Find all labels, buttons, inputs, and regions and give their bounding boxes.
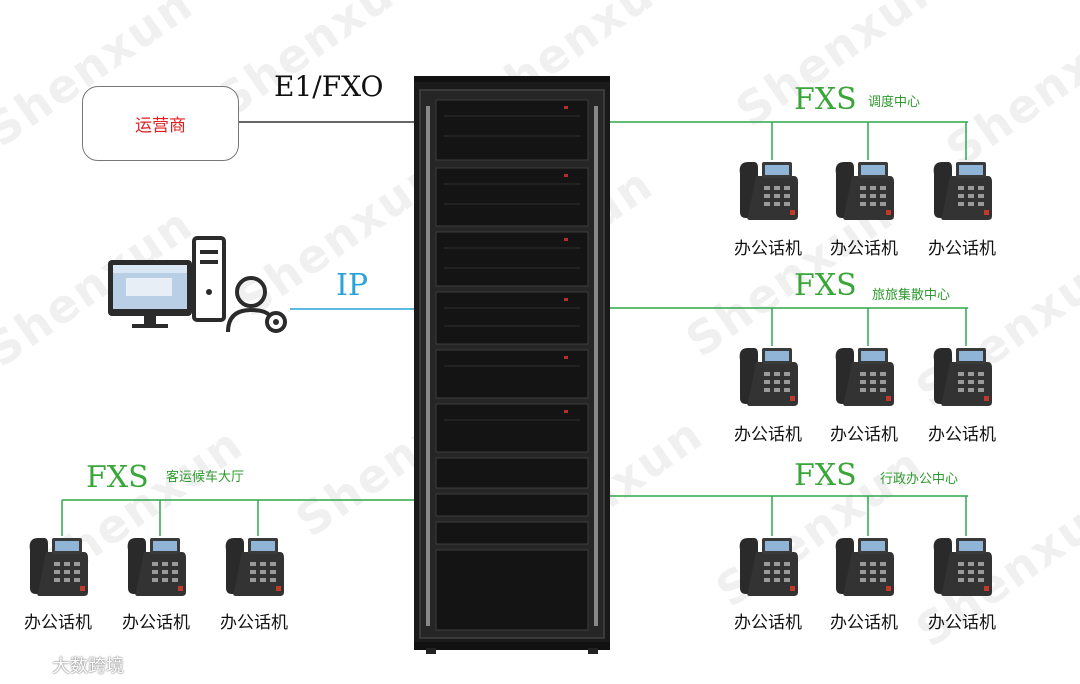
office-phone-icon [124,532,188,598]
office-phone-icon [930,532,994,598]
zone-2-name: 旅旅集散中心 [872,284,950,303]
phone-label: 办公话机 [824,234,904,259]
ip-label: IP [336,268,368,303]
zone-1-fxs-label: FXS [794,82,857,117]
phone-label: 办公话机 [728,420,808,445]
phone-label: 办公话机 [922,608,1002,633]
office-phone-icon [930,156,994,222]
phone-label: 办公话机 [116,608,196,633]
zone-3-bus [600,496,968,536]
phone-label: 办公话机 [214,608,294,633]
office-phone-icon [736,342,800,408]
phone-label: 办公话机 [18,608,98,633]
office-phone-icon [930,342,994,408]
zone-2-bus [600,308,968,346]
phone-label: 办公话机 [824,608,904,633]
zone-2-fxs-label: FXS [794,268,857,303]
zone-1-name: 调度中心 [868,91,920,110]
office-phone-icon [736,532,800,598]
office-phone-icon [736,156,800,222]
zone-4-bus [62,500,420,536]
office-phone-icon [832,156,896,222]
office-phone-icon [832,532,896,598]
zone-3-fxs-label: FXS [794,458,857,493]
office-phone-icon [832,342,896,408]
phone-label: 办公话机 [922,420,1002,445]
carrier-box: 运营商 [82,86,239,161]
e1-fxo-label: E1/FXO [274,70,384,103]
brand-logo-icon [10,654,46,676]
phone-label: 办公话机 [728,234,808,259]
zone-3-name: 行政办公中心 [880,468,958,487]
server-rack-icon [414,76,610,654]
zone-4-name: 客运候车大厅 [166,466,244,485]
footer-brand-text: 大数跨境 [52,652,124,678]
phone-label: 办公话机 [922,234,1002,259]
office-phone-icon [26,532,90,598]
phone-label: 办公话机 [824,420,904,445]
zone-4-fxs-label: FXS [86,460,149,495]
admin-computer-icon [106,236,294,336]
zone-1-bus [600,122,968,160]
carrier-label: 运营商 [135,111,186,136]
phone-label: 办公话机 [728,608,808,633]
office-phone-icon [222,532,286,598]
